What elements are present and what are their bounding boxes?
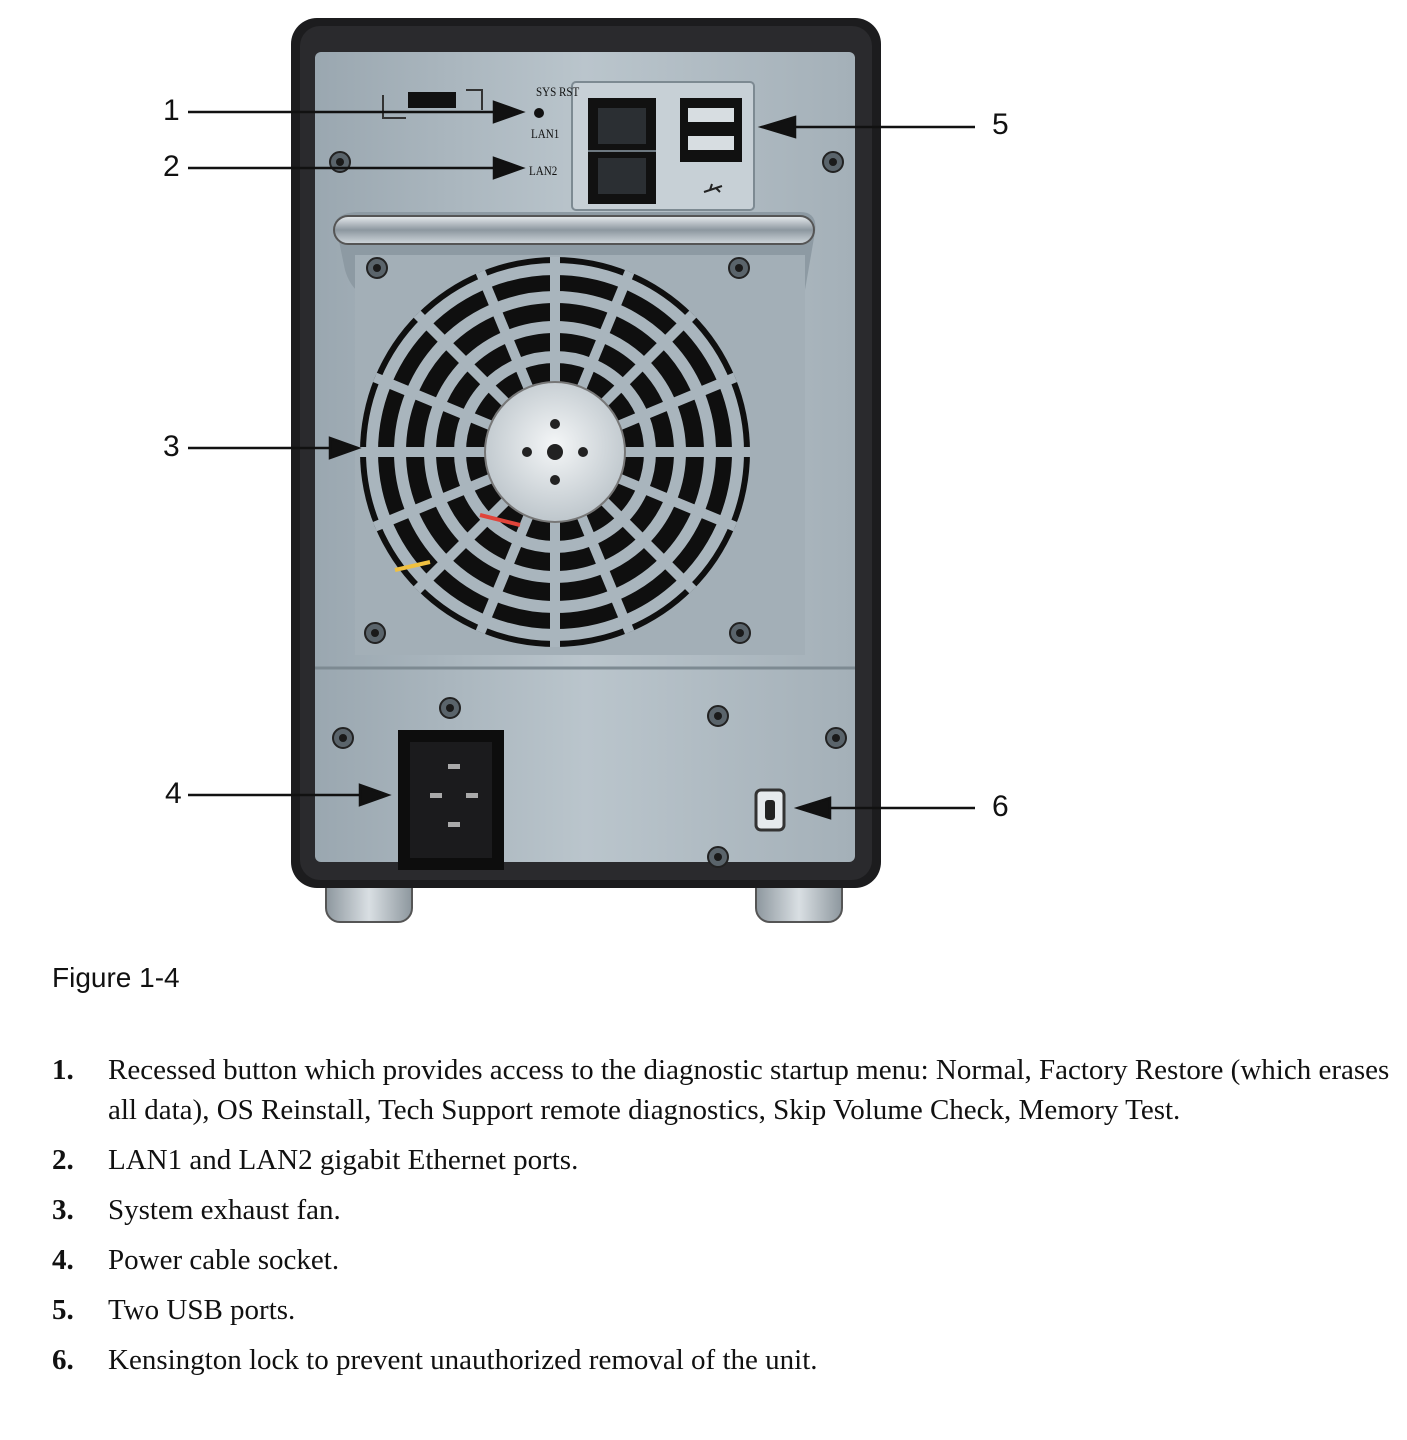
kensington-lock-icon[interactable] [754,788,786,832]
list-item-number: 4. [52,1244,74,1276]
list-item-text: System exhaust fan. [108,1194,341,1226]
list-item-number: 5. [52,1294,74,1326]
lan1-label: LAN1 [531,126,560,141]
list-item: 4. Power cable socket. [52,1240,1392,1280]
list-item: 1. Recessed button which provides access … [52,1050,1392,1130]
list-item: 5. Two USB ports. [52,1290,1392,1330]
list-item-number: 2. [52,1144,74,1176]
list-item-text: Power cable socket. [108,1244,340,1276]
list-item: 6. Kensington lock to prevent unauthorize… [52,1340,1392,1380]
callout-6: 6 [992,790,1009,823]
usb-port-icon[interactable] [680,98,742,193]
list-item-text: LAN1 and LAN2 gigabit Ethernet ports. [108,1144,579,1176]
lan2-label: LAN2 [529,163,558,178]
callout-leaders [188,100,975,820]
device-rear-illustration [188,18,975,923]
callout-5: 5 [992,108,1009,141]
ethernet-port-icon[interactable] [588,98,656,204]
reset-button-icon[interactable] [534,108,544,118]
list-item-text: Kensington lock to prevent unauthorized … [108,1344,818,1376]
callout-2: 2 [163,150,180,183]
device-rear-figure: SYS RST LAN1 LAN2 1 2 3 4 5 6 [163,18,1009,923]
list-item-number: 3. [52,1194,74,1226]
description-list: 1. Recessed button which provides access … [52,1050,1392,1390]
reset-switch-area [382,89,544,119]
callout-4: 4 [165,777,182,810]
callout-1: 1 [163,94,180,127]
power-socket-icon[interactable] [398,730,504,870]
list-item-text: Recessed button which provides access to… [108,1054,1390,1126]
callout-3: 3 [163,430,180,463]
list-item-number: 6. [52,1344,74,1376]
fan-grille-icon [355,255,805,655]
list-item: 2. LAN1 and LAN2 gigabit Ethernet ports. [52,1140,1392,1180]
list-item: 3. System exhaust fan. [52,1190,1392,1230]
list-item-text: Two USB ports. [108,1294,296,1326]
figure-caption: Figure 1-4 [52,962,180,993]
list-item-number: 1. [52,1054,74,1086]
sys-rst-label: SYS RST [536,84,580,99]
